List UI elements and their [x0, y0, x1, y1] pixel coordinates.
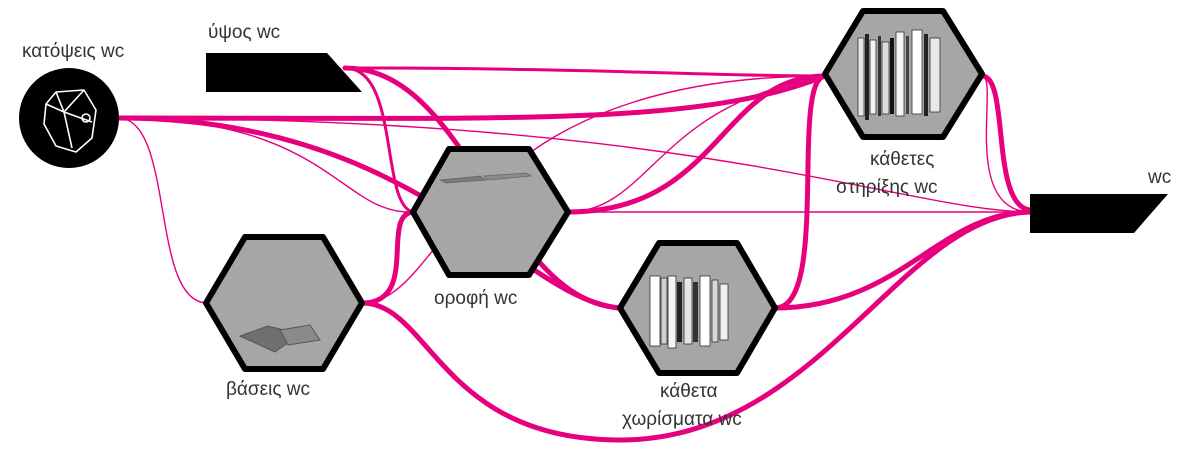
wire-vaseis-output-bottom — [359, 209, 1033, 443]
wire-orofi-kathetes-2 — [567, 77, 826, 213]
node-ypsos[interactable]: ύψος wc — [206, 22, 362, 92]
wire-vaseis-orofi — [359, 209, 416, 306]
node-kathetes-label-line1: κάθετες — [870, 149, 934, 170]
wire-orofi-kathetes — [565, 73, 828, 215]
node-vaseis-hex — [203, 234, 365, 372]
ceiling-slabs-preview — [438, 172, 533, 184]
polygon-outline-icon — [43, 89, 97, 153]
node-output-label: wc — [1147, 167, 1171, 188]
node-output[interactable]: wc — [1030, 167, 1171, 233]
wire-kathetes-output — [979, 73, 1033, 213]
node-xorismata-label-line2: χωρίσματα wc — [622, 409, 742, 430]
wire-xorismata-kathetes — [772, 73, 828, 311]
vertical-partitions-preview — [649, 275, 729, 349]
wire-ypsos-orofi — [343, 66, 415, 214]
node-katopseis-label: κατόψεις wc — [22, 41, 124, 62]
wire-katopseis-output — [117, 117, 1031, 213]
node-orofi[interactable]: οροφή wc — [410, 146, 571, 309]
node-output-shape — [1030, 194, 1168, 233]
node-katopseis[interactable]: κατόψεις wc — [19, 41, 124, 168]
wire-xorismata-output — [772, 209, 1033, 311]
node-ypsos-label: ύψος wc — [208, 22, 280, 43]
node-kathetes-xorismata[interactable]: κάθετα χωρίσματα wc — [617, 240, 778, 430]
floor-slabs-preview — [238, 324, 321, 353]
wire-katopseis-vaseis — [117, 117, 207, 304]
node-vaseis[interactable]: βάσεις wc — [203, 234, 365, 400]
node-vaseis-label: βάσεις wc — [226, 379, 310, 400]
node-ypsos-shape — [206, 53, 362, 92]
node-kathetes-label-line2: στηρίξης wc — [836, 177, 938, 198]
node-kathetes[interactable]: κάθετες στηρίξης wc — [822, 8, 985, 198]
wire-ypsos-kathetes — [343, 66, 827, 78]
wire-kathetes-output-2 — [981, 75, 1031, 213]
node-xorismata-label-line1: κάθετα — [660, 381, 718, 402]
node-orofi-label: οροφή wc — [434, 288, 517, 309]
node-katopseis-circle — [19, 68, 119, 168]
vertical-supports-preview — [857, 29, 941, 120]
node-orofi-hex — [410, 146, 571, 278]
